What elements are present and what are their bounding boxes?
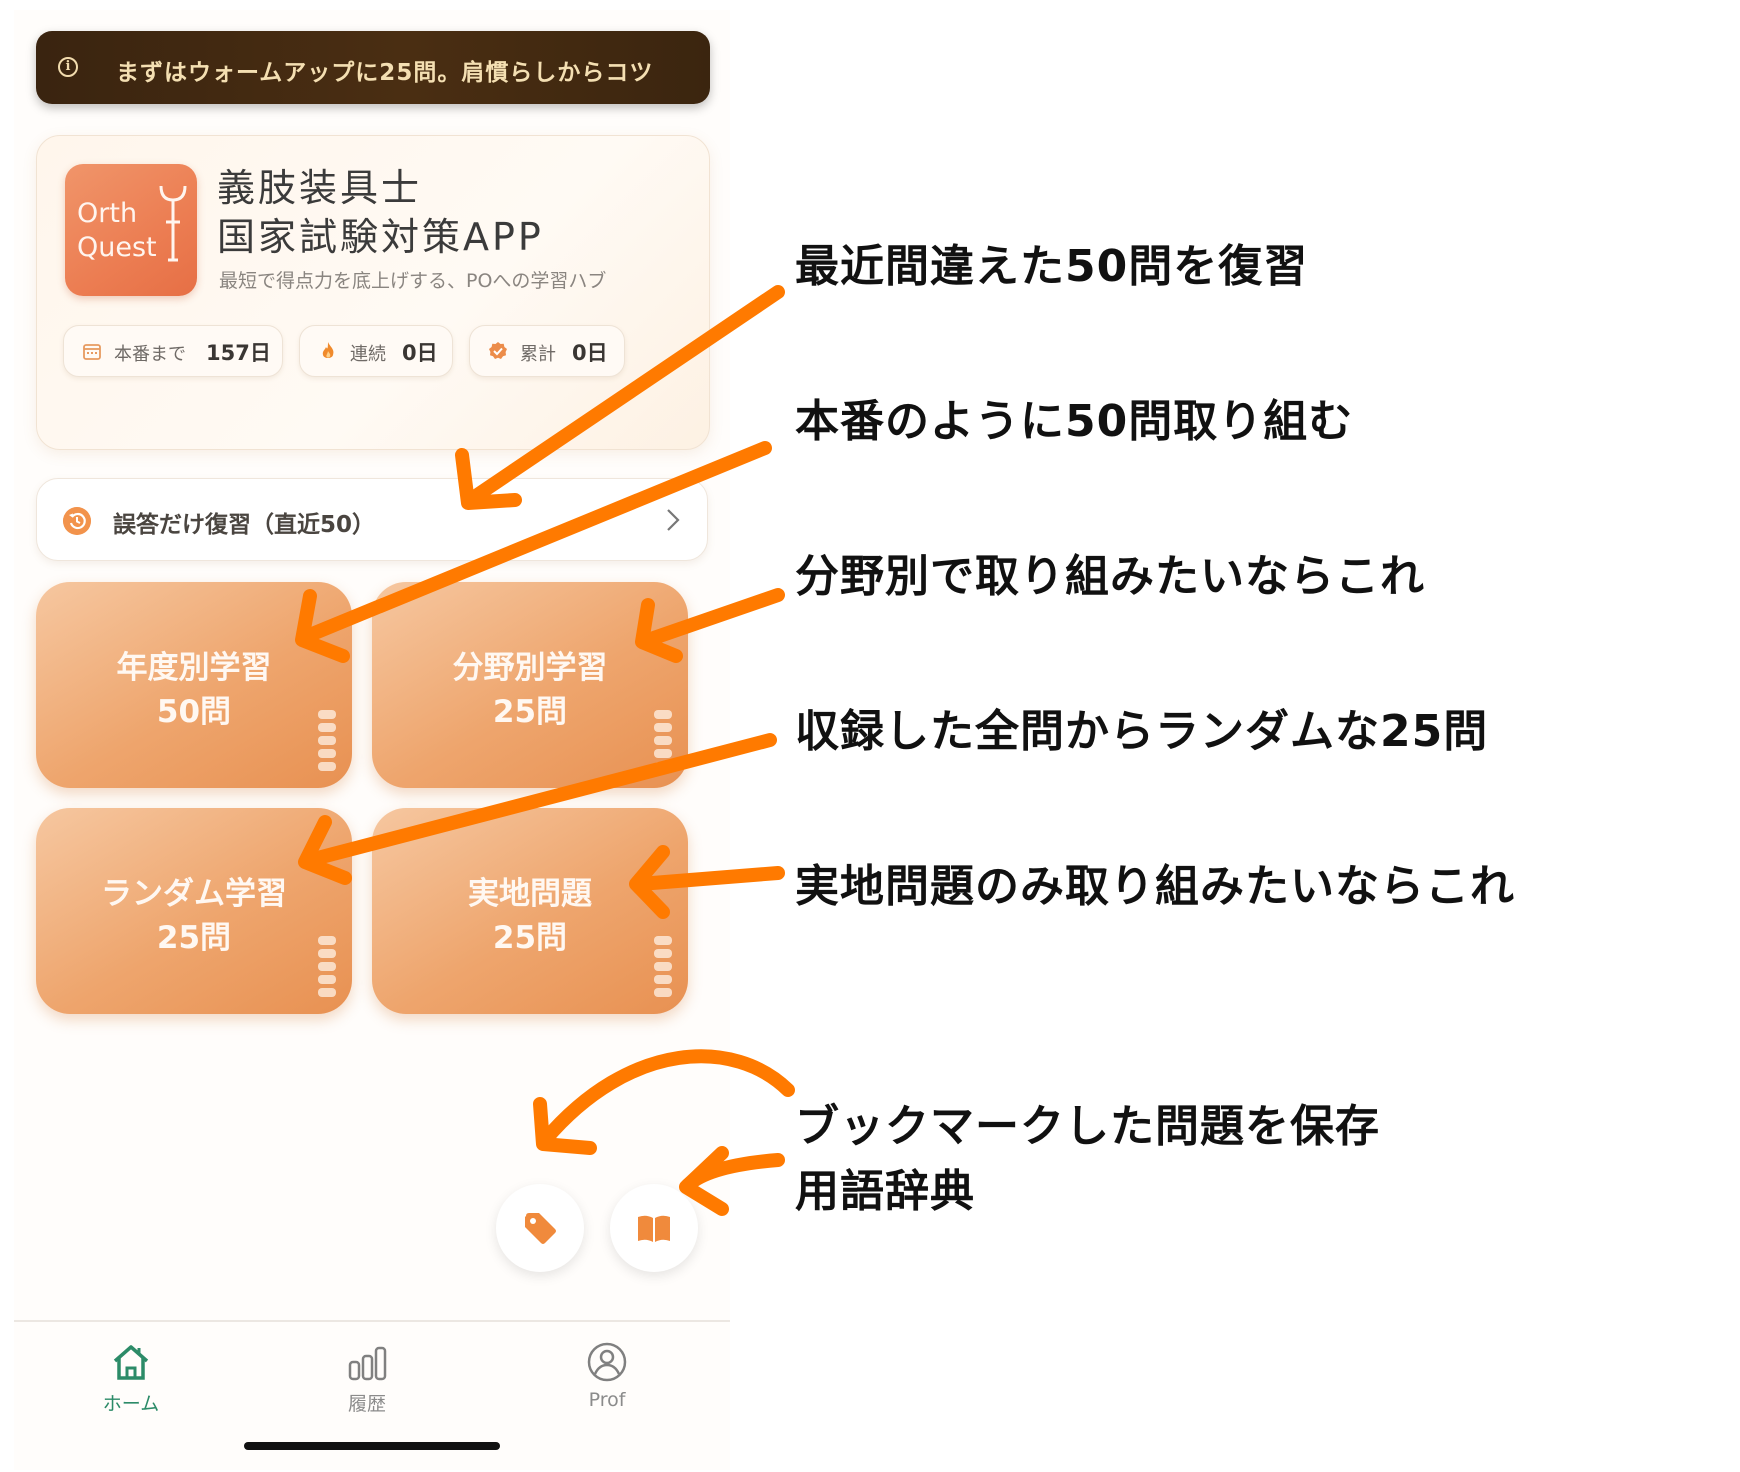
stat-value: 0日 [572,341,608,365]
app-screen: i まずはウォームアップに25問。肩慣らしからコツ Orth Quest 義肢装… [14,10,730,1470]
review-mistakes-label: 誤答だけ復習（直近50） [113,512,376,538]
tile-title: ランダム学習 [101,876,287,912]
nav-label: ホーム [102,1393,160,1415]
nav-tab-profile[interactable]: Prof [552,1332,662,1422]
annotation-practical-problems: 実地問題のみ取り組みたいならこれ [795,861,1515,912]
home-indicator [244,1442,500,1450]
stat-label: 累計 [520,344,556,365]
tile-random-study[interactable]: ランダム学習 25問 [36,808,352,1014]
stat-value: 157日 [206,341,271,365]
annotation-bookmark: ブックマークした問題を保存 [795,1101,1380,1152]
calendar-icon [83,344,101,360]
app-title: 義肢装具士 国家試験対策APP [217,164,544,262]
app-title-line1: 義肢装具士 [217,166,423,210]
banner-text: まずはウォームアップに25問。肩慣らしからコツ [116,60,654,86]
app-title-line2: 国家試験対策APP [217,215,544,259]
grip-icon [654,710,674,774]
hero-card: Orth Quest 義肢装具士 国家試験対策APP 最短で得点力を底上げする、… [36,135,710,450]
nav-tab-history[interactable]: 履歴 [312,1332,422,1422]
tile-count: 25問 [156,920,232,956]
annotation-glossary: 用語辞典 [795,1166,975,1217]
nav-label: 履歴 [347,1393,386,1415]
stat-label: 本番まで [114,344,186,365]
info-icon: i [58,57,78,77]
tile-count: 50問 [156,694,232,730]
glossary-button[interactable] [610,1184,698,1272]
nav-label: Prof [588,1389,626,1411]
logo-text-line1: Orth [77,198,138,229]
annotation-field-study: 分野別で取り組みたいならこれ [795,551,1425,602]
home-icon [113,1345,149,1380]
stat-pill-exam-countdown: 本番まで 157日 [63,325,283,377]
logo-text-line2: Quest [77,232,157,263]
nav-tab-home[interactable]: ホーム [76,1332,186,1422]
nav-divider [14,1320,730,1322]
tile-year-study[interactable]: 年度別学習 50問 [36,582,352,788]
info-banner[interactable]: i まずはウォームアップに25問。肩慣らしからコツ [36,31,710,104]
bookmark-button[interactable] [496,1184,584,1272]
tile-field-study[interactable]: 分野別学習 25問 [372,582,688,788]
chevron-right-icon [667,509,680,531]
bar-chart-icon [348,1346,387,1381]
flame-icon [322,342,334,358]
tile-title: 分野別学習 [452,650,608,686]
tile-title: 年度別学習 [116,650,272,686]
badge-check-icon [489,342,507,359]
book-icon [638,1215,670,1242]
stat-pill-total: 累計 0日 [469,325,625,377]
app-subtitle: 最短で得点力を底上げする、POへの学習ハブ [219,270,607,292]
tile-count: 25問 [492,694,568,730]
grip-icon [318,936,338,1000]
review-mistakes-button[interactable]: 誤答だけ復習（直近50） [36,478,708,561]
app-logo: Orth Quest [65,164,197,296]
crutch-icon [159,185,187,262]
stat-pill-streak: 連続 0日 [299,325,453,377]
profile-icon [587,1342,627,1382]
stat-label: 連続 [350,344,386,365]
tile-practical-problems[interactable]: 実地問題 25問 [372,808,688,1014]
annotation-year-study: 本番のように50問取り組む [795,396,1354,447]
grip-icon [654,936,674,1000]
tile-title: 実地問題 [468,876,592,912]
tile-count: 25問 [492,920,568,956]
annotation-review-mistakes: 最近間違えた50問を復習 [795,241,1309,292]
stat-value: 0日 [402,341,438,365]
grip-icon [318,710,338,774]
tag-icon [525,1213,556,1244]
history-icon [63,507,91,535]
annotation-random-study: 収録した全問からランダムな25問 [795,706,1489,757]
